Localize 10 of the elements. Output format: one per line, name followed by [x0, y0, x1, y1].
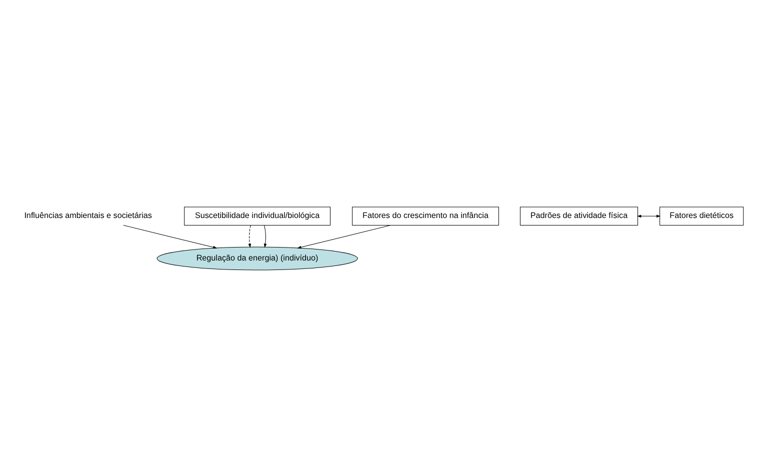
node-box: Fatores do crescimento na infância — [352, 206, 499, 226]
arrow — [637, 214, 661, 218]
arrow — [123, 224, 218, 248]
arrow — [297, 224, 391, 248]
node-box: Padrões de atividade física — [520, 206, 638, 226]
arrow — [248, 224, 252, 248]
node-text: Influências ambientais e societárias — [24, 210, 152, 220]
arrow — [264, 224, 267, 248]
node-box: Suscetibilidade individual/biológica — [184, 206, 330, 226]
node-box: Fatores dietéticos — [660, 206, 744, 226]
